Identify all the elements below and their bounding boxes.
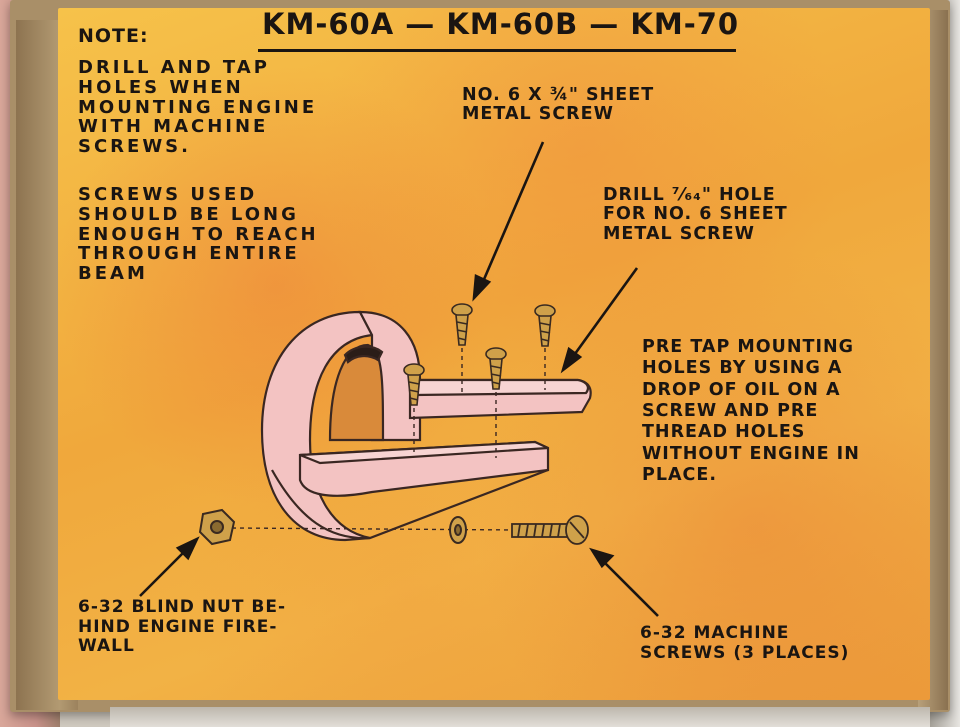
label-sheet-metal-screw: NO. 6 x ¾" SHEET METAL SCREW — [462, 85, 655, 125]
blind-nut — [198, 508, 236, 546]
sheet-metal-screw-1 — [451, 303, 473, 346]
note-drill-and-tap: DRILL AND TAP HOLES WHEN MOUNTING ENGINE… — [78, 57, 318, 158]
hole-centerlines — [231, 348, 546, 531]
note-heading: NOTE: — [78, 25, 149, 47]
title-underline — [258, 49, 736, 52]
box-bottom-edge — [110, 707, 930, 727]
sheet-metal-screw-2 — [534, 304, 556, 347]
label-blind-nut: 6-32 BLIND NUT BE- HIND ENGINE FIRE- WAL… — [78, 597, 287, 657]
note-screw-length: SCREWS USED SHOULD BE LONG ENOUGH TO REA… — [78, 184, 319, 285]
label-pre-tap: PRE TAP MOUNTING HOLES BY USING A DROP O… — [642, 337, 860, 486]
sheet-metal-screws — [403, 303, 556, 406]
leader-arrows — [139, 141, 659, 617]
label-machine-screws: 6-32 MACHINE SCREWS (3 PLACES) — [640, 623, 850, 663]
machine-screw — [511, 515, 589, 545]
washer — [449, 516, 467, 544]
label-drill-hole: DRILL ⁷⁄₆₄" HOLE FOR NO. 6 SHEET METAL S… — [603, 185, 788, 244]
sheet-metal-screw-3 — [485, 347, 507, 390]
engine-mount-illustration — [260, 310, 592, 542]
page-title: KM-60A — KM-60B — KM-70 — [262, 7, 740, 41]
sheet-metal-screw-4 — [403, 363, 425, 406]
